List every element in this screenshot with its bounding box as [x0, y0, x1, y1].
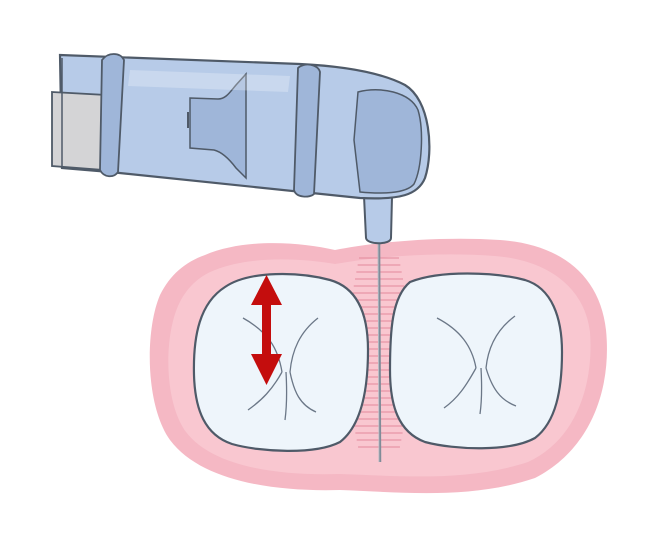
- tooth-right-crease: [485, 315, 516, 369]
- tooth-right-crease: [479, 367, 483, 415]
- tooth-right-crown: [388, 272, 564, 450]
- tooth-left-crease: [289, 371, 317, 413]
- device-collar-left: [99, 53, 125, 178]
- sonic-interdental-cleaner-icon: [51, 53, 431, 245]
- wire-line-highlight: [377, 237, 380, 463]
- cleaning-wire: [377, 237, 382, 463]
- device-thumb-grip: [189, 72, 247, 180]
- tooth-right: [388, 272, 564, 450]
- tooth-left: [192, 272, 370, 452]
- tooth-right-crease: [443, 367, 477, 409]
- device-collar-right: [293, 63, 321, 198]
- arrow-head-up: [251, 275, 282, 305]
- tooth-right-crease: [436, 317, 477, 369]
- device-end-band: [51, 91, 107, 171]
- device-head-panel: [353, 89, 423, 194]
- double-arrow-vertical-icon: [251, 275, 282, 385]
- tooth-left-crease: [289, 317, 319, 373]
- arrow-head-down: [251, 354, 282, 385]
- tooth-left-crease: [247, 371, 283, 411]
- arrow-shaft: [262, 300, 271, 358]
- wire-line: [377, 237, 382, 463]
- tooth-right-crease: [485, 367, 517, 407]
- device-highlight: [128, 70, 290, 92]
- device-nozzle: [362, 194, 394, 245]
- tooth-left-crown: [192, 272, 370, 452]
- tooth-left-crease: [284, 371, 288, 421]
